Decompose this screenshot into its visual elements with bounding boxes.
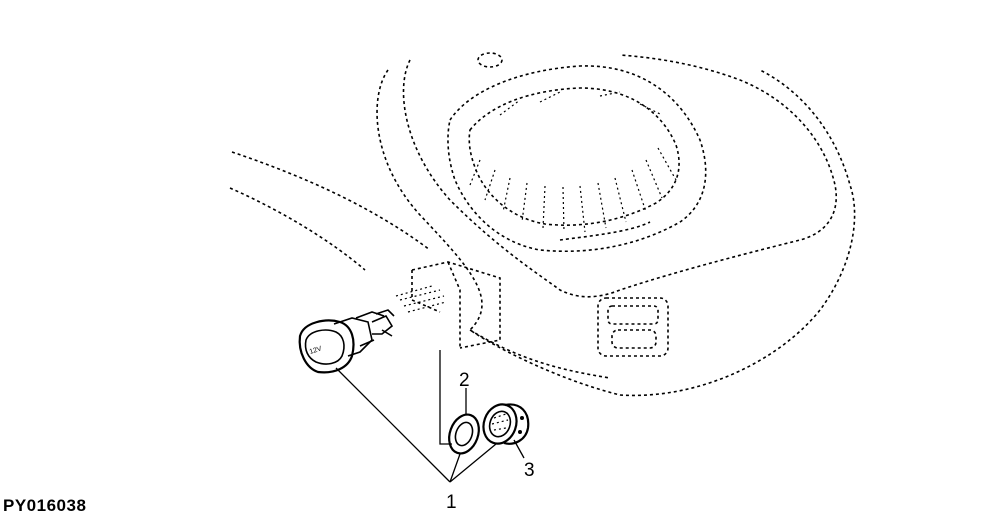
- callout-2: 2: [459, 370, 470, 391]
- power-socket: 12V: [298, 309, 395, 374]
- dome-light-switch: [597, 297, 669, 357]
- leader-lines: [335, 350, 525, 483]
- retaining-nut: [482, 403, 530, 445]
- dome-light-lens: [447, 65, 707, 253]
- socket-mark-label: 12V: [309, 345, 323, 356]
- washer-ring: [448, 413, 480, 455]
- cab-roof-edge-lines: [229, 151, 431, 271]
- dome-light-housing: [376, 52, 856, 397]
- socket-mounting-bracket: [395, 261, 501, 349]
- callout-3: 3: [524, 460, 535, 481]
- callout-1: 1: [446, 492, 457, 513]
- figure-id: PY016038: [3, 496, 87, 515]
